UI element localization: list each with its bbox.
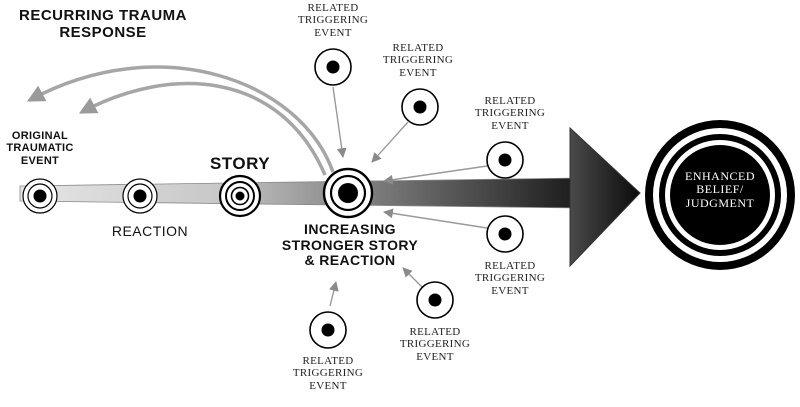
origin-label: ORIGINAL TRAUMATIC EVENT xyxy=(6,130,74,167)
trigger-node-5 xyxy=(416,281,454,319)
trigger-node-3 xyxy=(486,141,524,179)
diagram-title: RECURRING TRAUMA RESPONSE xyxy=(19,7,187,41)
timeline-arrowhead xyxy=(569,126,641,268)
node-reaction xyxy=(122,178,158,214)
trigger-line-6 xyxy=(329,281,339,307)
trigger-node-1 xyxy=(314,48,352,86)
trigger-label-1: RELATED TRIGGERING EVENT xyxy=(297,2,369,39)
trigger-node-2 xyxy=(401,88,439,126)
reaction-label: REACTION xyxy=(111,223,189,239)
trigger-node-4 xyxy=(486,215,524,253)
trigger-line-2 xyxy=(371,121,409,163)
trigger-label-6: RELATED TRIGGERING EVENT xyxy=(292,355,364,392)
outcome-node xyxy=(645,120,795,270)
node-original-event xyxy=(22,178,58,214)
timeline-bar xyxy=(19,177,581,209)
trigger-node-6 xyxy=(309,311,347,349)
trigger-label-4: RELATED TRIGGERING EVENT xyxy=(474,260,546,297)
outcome-label: ENHANCED BELIEF/ JUDGMENT xyxy=(685,169,755,210)
trigger-label-2: RELATED TRIGGERING EVENT xyxy=(382,42,454,79)
trigger-line-5 xyxy=(402,267,424,289)
node-increasing-story xyxy=(322,167,374,219)
trigger-label-3: RELATED TRIGGERING EVENT xyxy=(474,95,546,132)
recurring-curve-inner xyxy=(78,81,327,176)
trigger-line-1 xyxy=(332,86,347,158)
recurring-curve-outer xyxy=(26,65,335,173)
node-story xyxy=(218,174,262,218)
story-label: STORY xyxy=(209,154,271,173)
increasing-label: INCREASING STRONGER STORY & REACTION xyxy=(281,221,419,269)
trigger-line-4 xyxy=(383,208,488,229)
trigger-line-3 xyxy=(383,165,488,185)
trigger-label-5: RELATED TRIGGERING EVENT xyxy=(399,326,471,363)
